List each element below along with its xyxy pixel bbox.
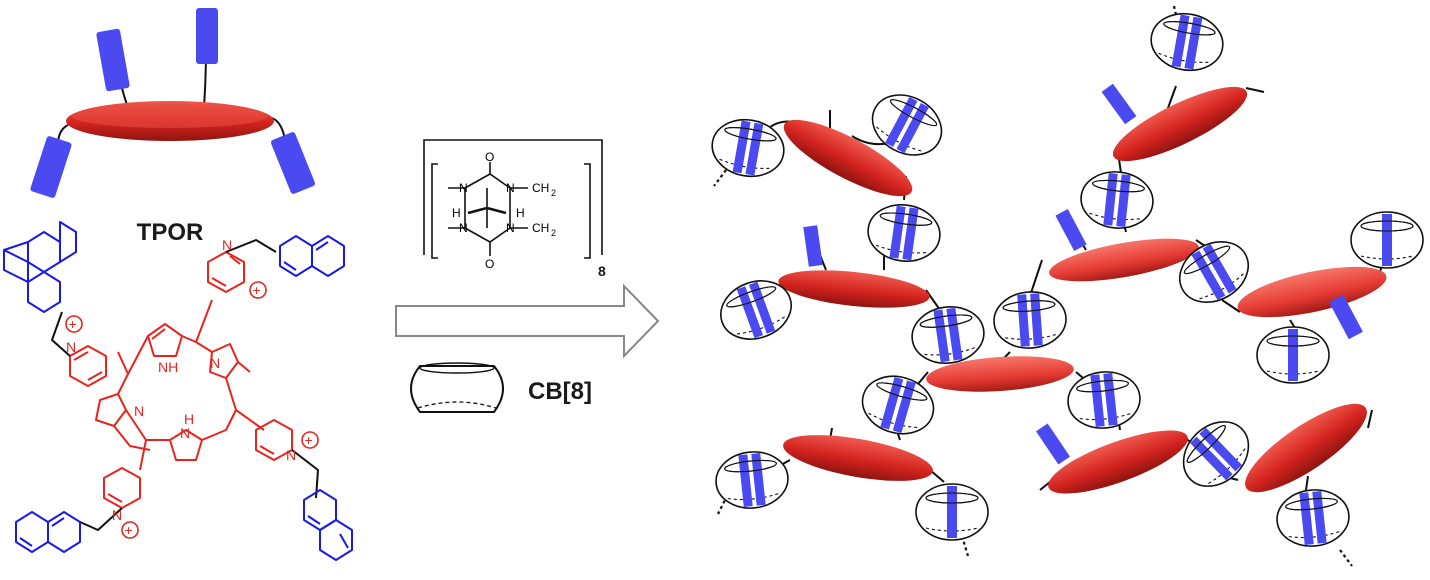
atom-n-plus: N — [286, 447, 296, 463]
naphthyl-groups — [3, 221, 353, 561]
cb8-capsule — [907, 301, 989, 369]
pyridinium-charges: N + N + N + N + — [65, 237, 319, 539]
porphyrin-disk — [926, 356, 1074, 392]
cb8-capsule — [863, 199, 945, 267]
cb8-capsule — [1256, 326, 1330, 384]
atom-n-plus: N — [112, 507, 122, 523]
atom-o: O — [485, 257, 494, 271]
cb8-label: CB[8] — [528, 378, 592, 405]
porphyrin-disk — [783, 119, 913, 197]
atom-n-plus: N — [222, 237, 232, 253]
porphyrin-disk — [1112, 86, 1248, 162]
atom-ch2: CH — [532, 221, 549, 235]
cb8-capsule — [1273, 485, 1353, 551]
atom-n: N — [459, 221, 468, 235]
atom-h-bottom: H — [184, 411, 194, 427]
porphyrin-core — [69, 251, 293, 509]
atom-n-bottom: N — [180, 425, 190, 441]
guest-block — [30, 136, 72, 198]
atom-ch2: CH — [532, 181, 549, 195]
cb8-capsule — [1064, 367, 1144, 433]
cb8-capsule — [915, 483, 989, 541]
atom-n-left: N — [134, 403, 144, 419]
repeat-count: 8 — [598, 263, 606, 279]
atom-n: N — [506, 221, 515, 235]
atom-n-plus: N — [66, 339, 76, 355]
plus-sign: + — [125, 522, 133, 538]
porphyrin-disk — [1245, 403, 1367, 493]
tpor-schematic — [30, 8, 316, 198]
guest-block — [803, 225, 823, 267]
cb8-capsule — [991, 288, 1069, 352]
porphyrin-disk — [783, 435, 933, 481]
guest-block — [1055, 209, 1087, 251]
atom-n: N — [459, 181, 468, 195]
porphyrin-disk — [1049, 238, 1199, 282]
guest-block — [96, 28, 130, 92]
cb8-capsule — [1077, 167, 1157, 233]
porphyrin-disk — [1237, 266, 1387, 318]
tpor-chemical-structure — [3, 221, 353, 561]
guest-block — [1036, 423, 1070, 465]
atom-n-right: N — [210, 355, 220, 371]
plus-sign: + — [253, 282, 261, 298]
atom-n: N — [506, 181, 515, 195]
guest-block — [1101, 83, 1137, 125]
guest-block — [1329, 294, 1363, 340]
atom-h: H — [516, 206, 525, 220]
porphyrin-disk — [1048, 430, 1188, 494]
cb8-barrel-icon — [410, 362, 504, 413]
right-arrow-icon — [395, 283, 660, 359]
atom-nh-top: NH — [158, 359, 178, 375]
subscript-2: 2 — [551, 188, 556, 198]
plus-sign: + — [69, 316, 77, 332]
cb8-capsule — [1350, 211, 1424, 269]
plus-sign: + — [305, 432, 313, 448]
cb8-structure — [423, 139, 603, 259]
cb8-atoms: O O N N N N H H CH 2 CH 2 — [452, 150, 556, 271]
porphyrin-disk — [778, 270, 930, 308]
atom-h: H — [452, 206, 461, 220]
methylene-linkers — [51, 239, 319, 531]
atom-o: O — [485, 150, 494, 164]
cb8-capsule — [1145, 7, 1229, 77]
guest-block — [196, 8, 218, 64]
supramolecular-network — [706, 5, 1424, 567]
tpor-label: TPOR — [137, 219, 204, 246]
subscript-2: 2 — [551, 228, 556, 238]
guest-block — [270, 132, 316, 194]
